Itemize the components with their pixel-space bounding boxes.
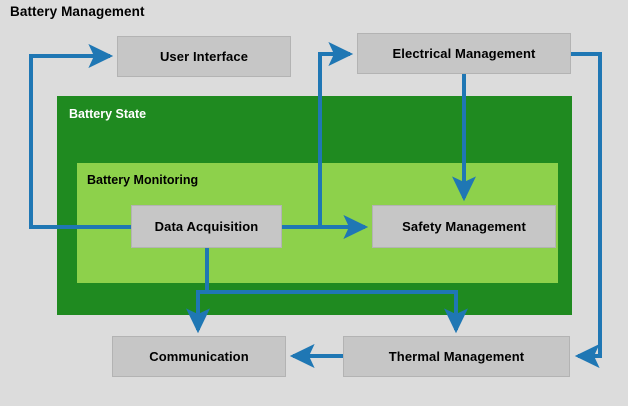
node-safety-management[interactable]: Safety Management bbox=[372, 205, 556, 248]
node-user-interface[interactable]: User Interface bbox=[117, 36, 291, 77]
node-data-acquisition-label: Data Acquisition bbox=[154, 219, 259, 234]
container-battery-state-label: Battery State bbox=[69, 107, 147, 121]
node-safety-management-label: Safety Management bbox=[402, 219, 526, 234]
node-data-acquisition[interactable]: Data Acquisition bbox=[131, 205, 282, 248]
diagram-title: Battery Management bbox=[10, 4, 145, 19]
node-user-interface-label: User Interface bbox=[159, 49, 249, 64]
node-communication[interactable]: Communication bbox=[112, 336, 286, 377]
container-battery-monitoring-label: Battery Monitoring bbox=[87, 173, 199, 187]
node-thermal-management-label: Thermal Management bbox=[388, 349, 525, 364]
edge-electrical-management-to-thermal-management bbox=[571, 52, 602, 368]
node-thermal-management[interactable]: Thermal Management bbox=[343, 336, 570, 377]
node-electrical-management[interactable]: Electrical Management bbox=[357, 33, 571, 74]
node-communication-label: Communication bbox=[149, 349, 249, 364]
node-electrical-management-label: Electrical Management bbox=[392, 46, 536, 61]
